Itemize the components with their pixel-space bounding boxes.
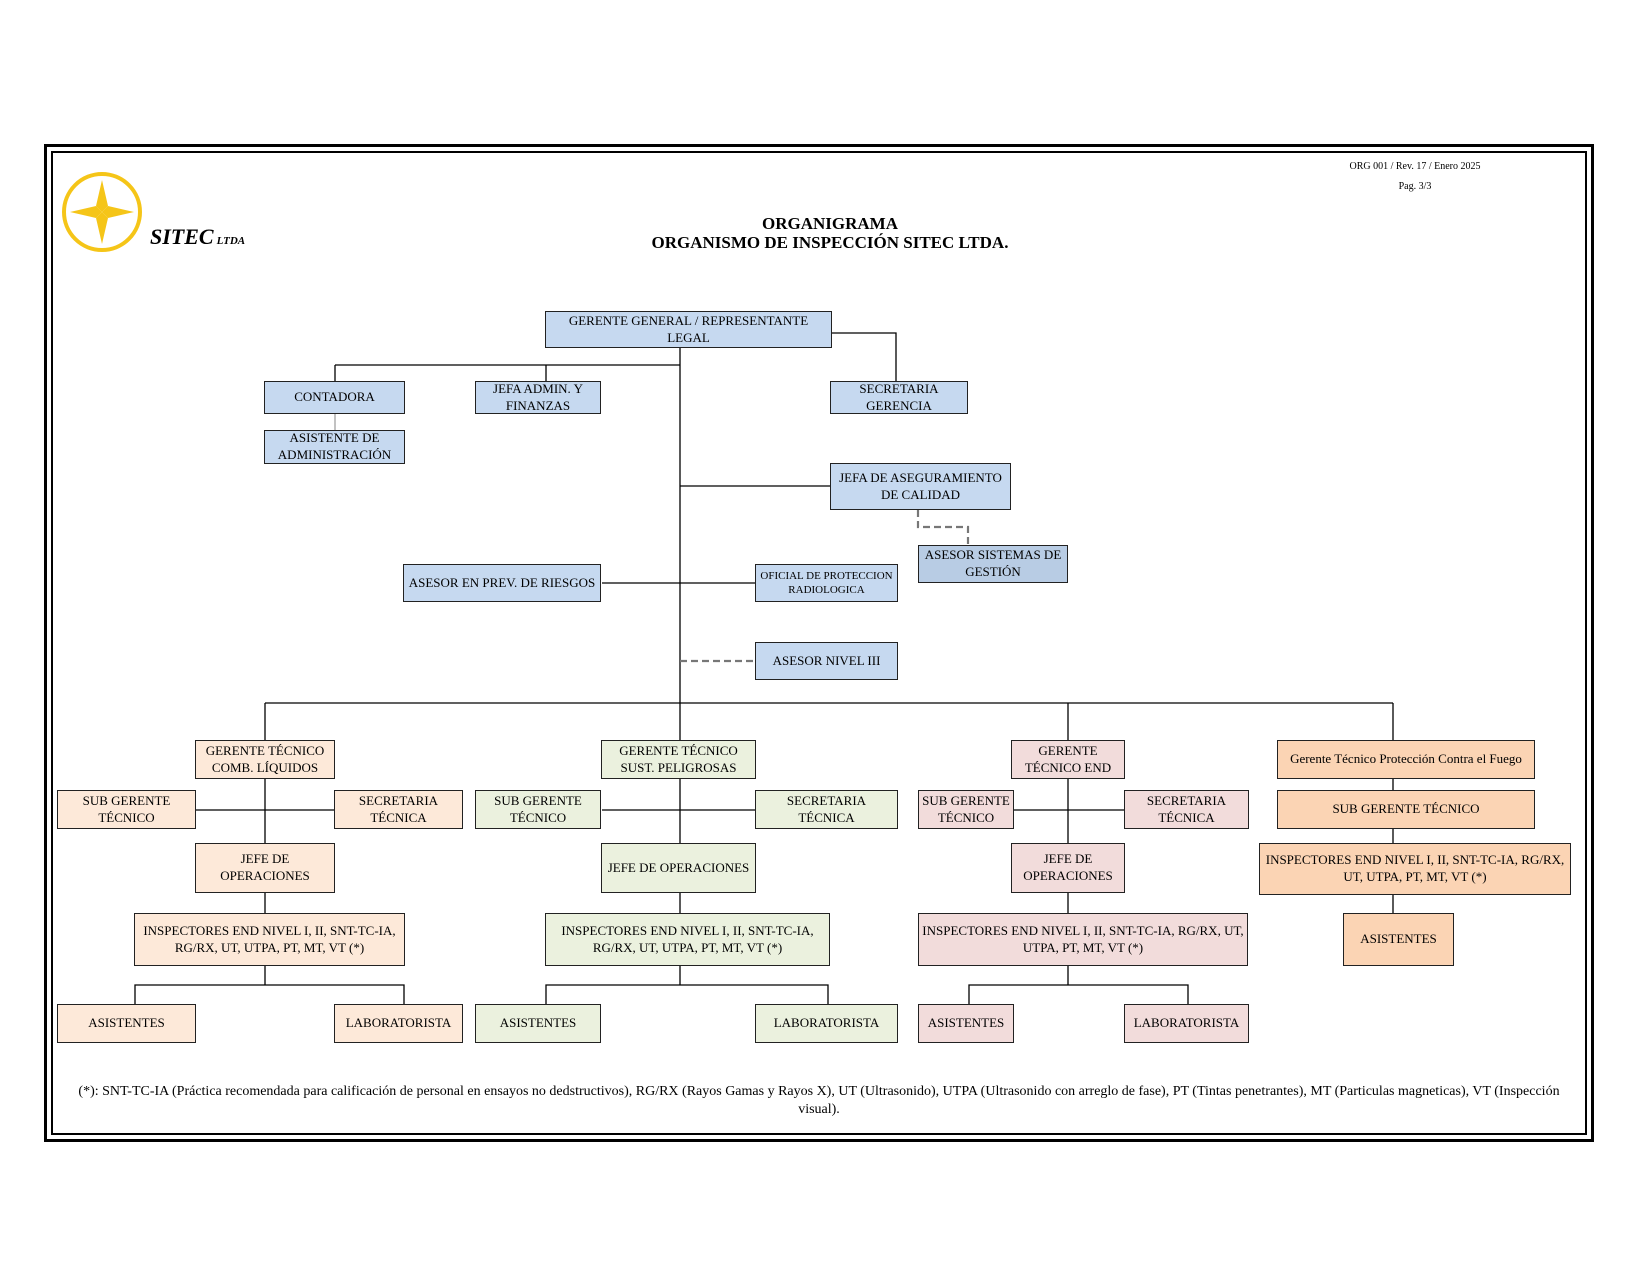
box-asesor-sistemas-gestion: ASESOR SISTEMAS DE GESTIÓN (918, 545, 1068, 583)
inner-frame (51, 151, 1587, 1135)
box-laboratorista: LABORATORISTA (1124, 1004, 1249, 1043)
box-jefa-aseguramiento-calidad: JEFA DE ASEGURAMIENTO DE CALIDAD (830, 463, 1011, 510)
box-laboratorista: LABORATORISTA (334, 1004, 463, 1043)
box-jefe-operaciones: JEFE DE OPERACIONES (601, 843, 756, 893)
box-contadora: CONTADORA (264, 381, 405, 414)
box-secretaria-tecnica: SECRETARIA TÉCNICA (755, 790, 898, 829)
box-inspectores-end: INSPECTORES END NIVEL I, II, SNT-TC-IA, … (918, 913, 1248, 966)
box-sub-gerente-tecnico: SUB GERENTE TÉCNICO (1277, 790, 1535, 829)
box-laboratorista: LABORATORISTA (755, 1004, 898, 1043)
box-sub-gerente-tecnico: SUB GERENTE TÉCNICO (918, 790, 1014, 829)
box-asistentes: ASISTENTES (918, 1004, 1014, 1043)
box-gerente-tecnico-proteccion-fuego: Gerente Técnico Protección Contra el Fue… (1277, 740, 1535, 779)
box-sub-gerente-tecnico: SUB GERENTE TÉCNICO (57, 790, 196, 829)
box-inspectores-end: INSPECTORES END NIVEL I, II, SNT-TC-IA, … (134, 913, 405, 966)
box-jefa-admin-finanzas: JEFA ADMIN. Y FINANZAS (475, 381, 601, 414)
box-asistente-administracion: ASISTENTE DE ADMINISTRACIÓN (264, 430, 405, 464)
box-asistentes: ASISTENTES (475, 1004, 601, 1043)
box-inspectores-end: INSPECTORES END NIVEL I, II, SNT-TC-IA, … (545, 913, 830, 966)
brand-text: SITEC (150, 224, 214, 249)
box-jefe-operaciones: JEFE DE OPERACIONES (195, 843, 335, 893)
box-gerente-tecnico-end: GERENTE TÉCNICO END (1011, 740, 1125, 779)
box-asesor-prev-riesgos: ASESOR EN PREV. DE RIESGOS (403, 564, 601, 602)
brand-suffix: LTDA (216, 235, 246, 247)
box-jefe-operaciones: JEFE DE OPERACIONES (1011, 843, 1125, 893)
outer-frame (44, 144, 1594, 1142)
box-gerente-general: GERENTE GENERAL / REPRESENTANTE LEGAL (545, 311, 832, 348)
box-asesor-nivel-iii: ASESOR NIVEL III (755, 642, 898, 680)
box-secretaria-tecnica: SECRETARIA TÉCNICA (334, 790, 463, 829)
box-gerente-tecnico-comb-liquidos: GERENTE TÉCNICO COMB. LÍQUIDOS (195, 740, 335, 779)
page-number: Pag. 3/3 (1398, 181, 1432, 192)
box-sub-gerente-tecnico: SUB GERENTE TÉCNICO (475, 790, 601, 829)
box-secretaria-tecnica: SECRETARIA TÉCNICA (1124, 790, 1249, 829)
box-gerente-tecnico-sust-peligrosas: GERENTE TÉCNICO SUST. PELIGROSAS (601, 740, 756, 779)
chart-subtitle: ORGANISMO DE INSPECCIÓN SITEC LTDA. (651, 233, 1009, 252)
box-oficial-proteccion-radiologica: OFICIAL DE PROTECCION RADIOLOGICA (755, 564, 898, 602)
sitec-logo-icon (62, 172, 142, 252)
chart-title: ORGANIGRAMA (762, 214, 898, 233)
box-inspectores-end: INSPECTORES END NIVEL I, II, SNT-TC-IA, … (1259, 843, 1571, 895)
box-asistentes: ASISTENTES (57, 1004, 196, 1043)
box-secretaria-gerencia: SECRETARIA GERENCIA (830, 381, 968, 414)
document-reference: ORG 001 / Rev. 17 / Enero 2025 (1349, 161, 1481, 172)
box-asistentes: ASISTENTES (1343, 913, 1454, 966)
footnote: (*): SNT-TC-IA (Práctica recomendada par… (78, 1084, 1560, 1118)
